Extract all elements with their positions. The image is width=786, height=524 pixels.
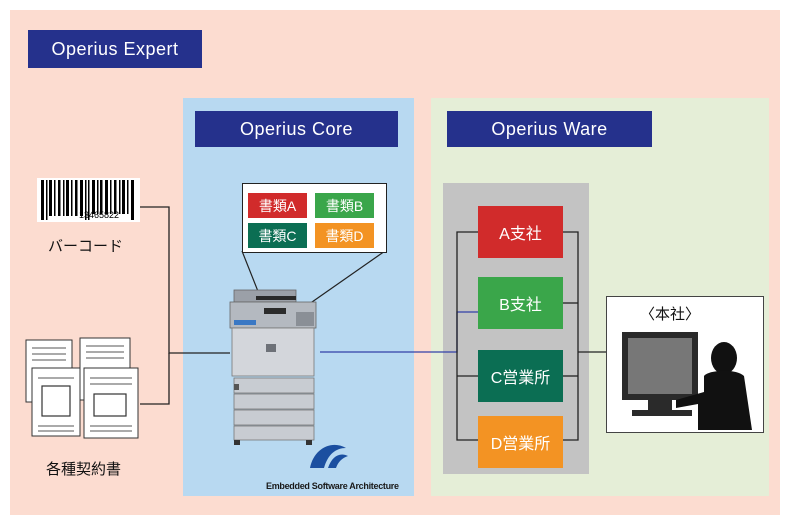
barcode-connector bbox=[140, 206, 230, 354]
document-d-label: 書類D bbox=[315, 223, 374, 248]
barcode-number: 13465822 bbox=[79, 210, 120, 220]
office-c-box: C営業所 bbox=[478, 350, 563, 402]
contract-documents-icon bbox=[24, 334, 142, 444]
headquarters-label-text: 〈本社〉 bbox=[640, 306, 701, 323]
right-bracket bbox=[563, 231, 579, 441]
operius-expert-title: Operius Expert bbox=[28, 30, 202, 68]
multifunction-printer-icon bbox=[226, 284, 322, 446]
callout-line-right bbox=[301, 250, 386, 310]
branch-a-box: A支社 bbox=[478, 206, 563, 258]
barcode-icon: 13465822 bbox=[37, 178, 140, 222]
esa-logo-icon bbox=[306, 438, 350, 470]
esa-logo-text: Embedded Software Architecture bbox=[266, 481, 399, 491]
operius-ware-title: Operius Ware bbox=[447, 111, 652, 147]
office-d-box: D営業所 bbox=[478, 416, 563, 468]
barcode-caption: バーコード bbox=[48, 238, 124, 255]
operius-core-title: Operius Core bbox=[195, 111, 398, 147]
branch-b-box: B支社 bbox=[478, 277, 563, 329]
document-b-label: 書類B bbox=[315, 193, 374, 218]
document-c-label: 書類C bbox=[248, 223, 307, 248]
flow-line bbox=[320, 311, 491, 353]
document-a-label: 書類A bbox=[248, 193, 307, 218]
office-worker-pc-icon bbox=[612, 326, 758, 430]
left-bracket bbox=[456, 231, 478, 441]
contracts-caption: 各種契約書 bbox=[46, 461, 122, 478]
contracts-connector bbox=[140, 353, 170, 405]
